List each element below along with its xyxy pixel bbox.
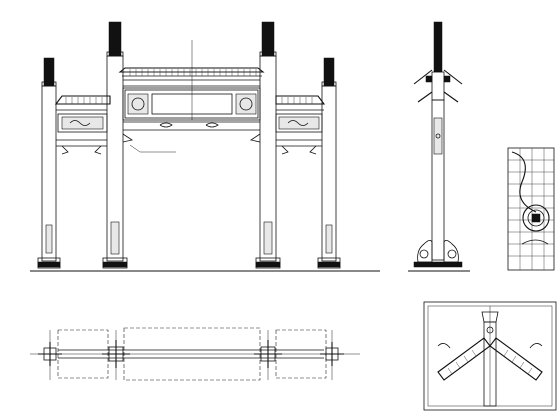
carved-finial xyxy=(108,21,122,57)
side-roof-right xyxy=(443,69,463,85)
joint-roof-right xyxy=(489,337,543,381)
outer-right-pillar xyxy=(317,57,341,269)
ornament-detail xyxy=(507,147,555,271)
drum-stone-left xyxy=(417,240,433,263)
plan-column xyxy=(254,340,282,368)
central-lintel xyxy=(122,121,261,143)
side-roof-left xyxy=(413,69,433,85)
side-elevation xyxy=(408,21,470,272)
outer-left-pillar xyxy=(37,57,61,269)
central-roof xyxy=(118,67,265,87)
front-elevation xyxy=(30,21,380,272)
left-carved-frieze xyxy=(61,116,104,130)
plan-column xyxy=(320,342,344,366)
right-carved-panel xyxy=(235,93,257,115)
right-side-roof xyxy=(275,95,326,155)
plan-column xyxy=(102,340,130,368)
coin-medallion xyxy=(522,204,550,232)
inner-right-pillar xyxy=(255,21,281,269)
central-plaque-frame xyxy=(122,87,261,121)
leader-annotation xyxy=(129,144,176,153)
left-side-roof xyxy=(54,95,111,155)
plan-column xyxy=(38,342,62,366)
detail-frame xyxy=(423,301,557,411)
plan-view xyxy=(30,327,360,381)
left-carved-panel xyxy=(127,93,149,115)
name-plaque xyxy=(151,93,233,115)
carved-finial xyxy=(433,21,443,73)
roof-joint-detail xyxy=(423,301,557,411)
drum-stone-right xyxy=(443,240,459,263)
carved-finial xyxy=(261,21,275,57)
right-carved-frieze xyxy=(278,116,320,130)
inner-left-pillar xyxy=(102,21,128,269)
